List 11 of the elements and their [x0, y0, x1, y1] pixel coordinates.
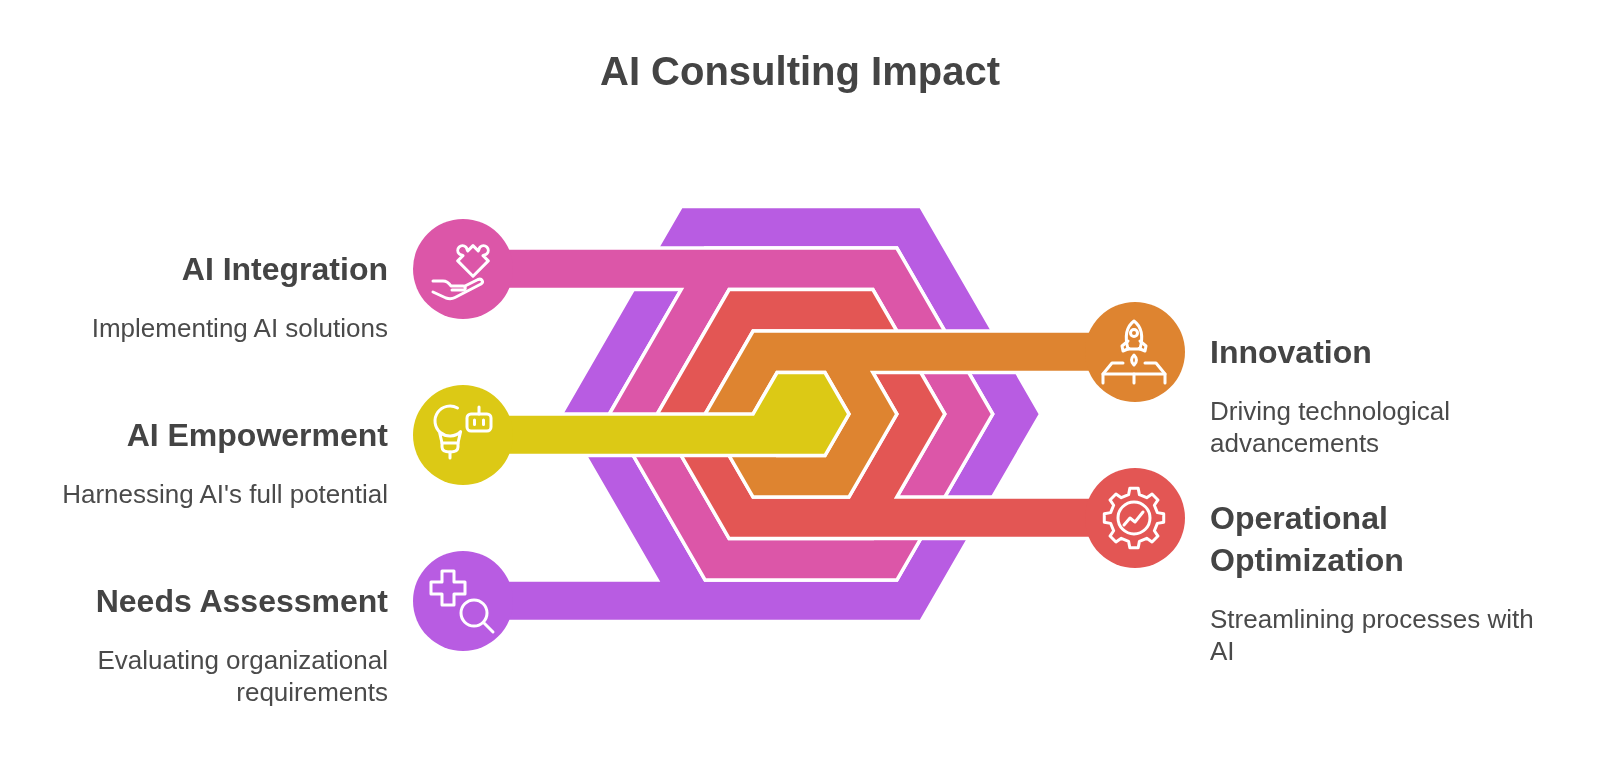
heading: Needs Assessment	[94, 581, 388, 621]
description: Harnessing AI's full potential	[61, 477, 388, 510]
heading: AI Integration	[180, 249, 388, 289]
description: Evaluating organizational requirements	[96, 643, 388, 708]
description: Driving technological advancements	[1210, 394, 1451, 459]
heading: AI Empowerment	[125, 415, 388, 455]
title: AI Consulting Impact	[600, 48, 1000, 95]
description: Implementing AI solutions	[90, 311, 388, 344]
heading: Operational Optimization	[1210, 498, 1405, 580]
description: Streamlining processes with AI	[1210, 602, 1535, 667]
heading: Innovation	[1210, 332, 1373, 372]
